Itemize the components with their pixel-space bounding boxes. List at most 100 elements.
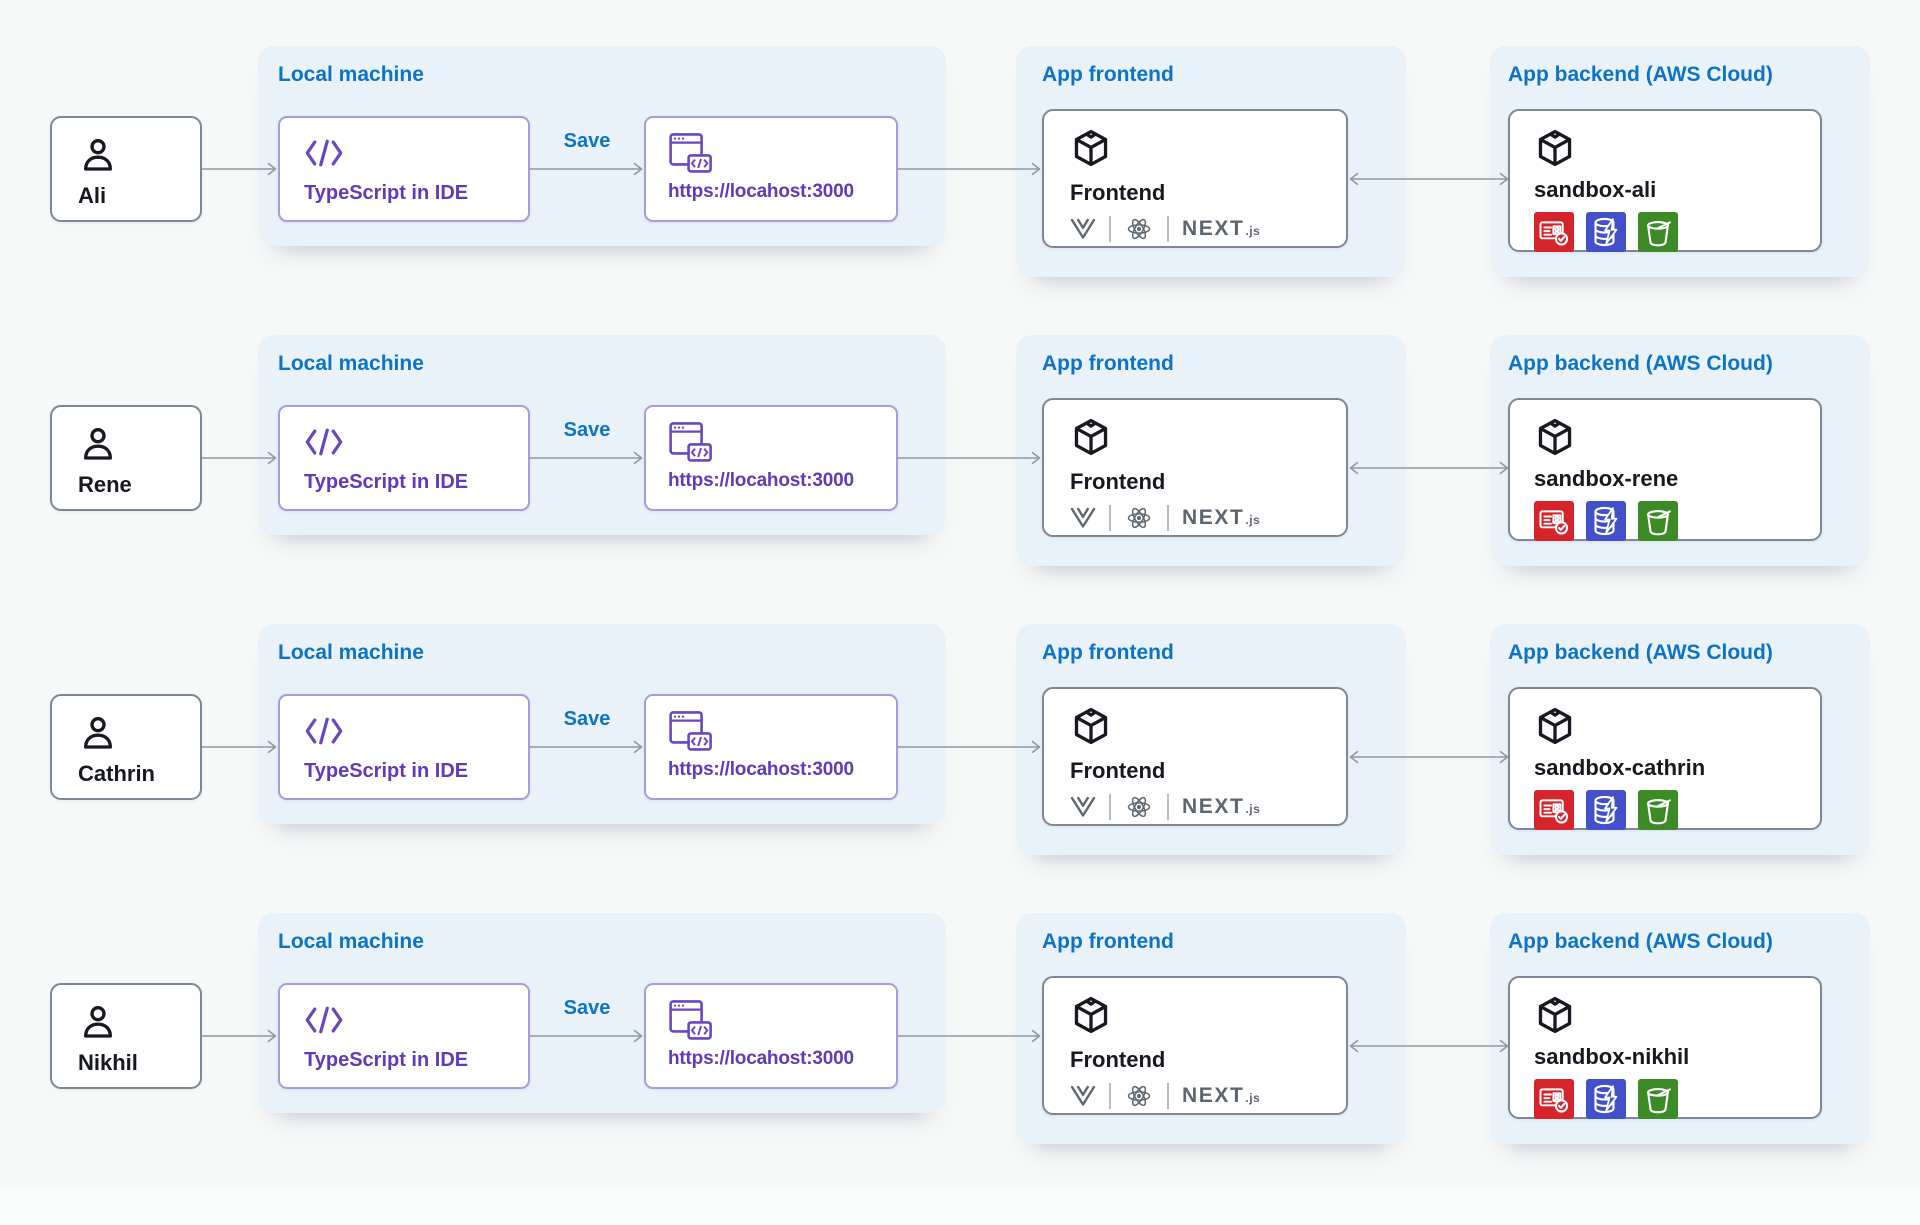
aws-s3-icon	[1638, 501, 1678, 541]
app-backend-label: App backend (AWS Cloud)	[1508, 352, 1773, 375]
cube-icon	[1534, 994, 1576, 1036]
logo-separator	[1167, 794, 1169, 820]
logo-separator	[1167, 216, 1169, 242]
localhost-url: https://locahost:3000	[668, 759, 854, 780]
cube-icon	[1070, 994, 1112, 1036]
aws-identity-icon	[1534, 790, 1574, 830]
backend-card: sandbox-rene	[1508, 398, 1822, 541]
local-machine-label: Local machine	[278, 930, 424, 953]
aws-service-icons	[1534, 790, 1820, 830]
arrow-localhost-to-frontend	[898, 451, 1041, 465]
arrow-frontend-backend	[1349, 172, 1509, 186]
frontend-title: Frontend	[1070, 1047, 1166, 1072]
save-label: Save	[563, 419, 611, 441]
aws-service-icons	[1534, 501, 1820, 541]
arrow-localhost-to-frontend	[898, 1029, 1041, 1043]
logo-separator	[1109, 505, 1111, 531]
localhost-url: https://locahost:3000	[668, 1048, 854, 1069]
app-frontend-label: App frontend	[1042, 352, 1174, 375]
frontend-title: Frontend	[1070, 758, 1166, 783]
frontend-card: Frontend NEXT.js	[1042, 976, 1348, 1115]
arrow-save	[530, 740, 643, 754]
aws-identity-icon	[1534, 1079, 1574, 1119]
aws-s3-icon	[1638, 212, 1678, 252]
aws-identity-icon	[1534, 212, 1574, 252]
frontend-title: Frontend	[1070, 469, 1166, 494]
user-name: Cathrin	[78, 761, 155, 786]
code-icon	[304, 716, 344, 746]
user-name: Nikhil	[78, 1050, 138, 1075]
sandbox-name: sandbox-rene	[1534, 466, 1679, 491]
app-backend-label: App backend (AWS Cloud)	[1508, 930, 1773, 953]
logo-separator	[1109, 216, 1111, 242]
local-machine-label: Local machine	[278, 63, 424, 86]
react-logo	[1124, 793, 1154, 821]
ide-label: TypeScript in IDE	[304, 471, 469, 493]
arrow-user-to-ide	[202, 740, 277, 754]
aws-dynamodb-icon	[1586, 790, 1626, 830]
aws-dynamodb-icon	[1586, 212, 1626, 252]
framework-logos: NEXT.js	[1070, 215, 1346, 243]
react-logo	[1124, 504, 1154, 532]
app-frontend-label: App frontend	[1042, 930, 1174, 953]
browser-code-icon	[668, 131, 718, 177]
arrow-frontend-backend	[1349, 461, 1509, 475]
logo-separator	[1109, 794, 1111, 820]
frontend-title: Frontend	[1070, 180, 1166, 205]
browser-code-icon	[668, 709, 718, 755]
localhost-card: https://locahost:3000	[644, 983, 898, 1089]
sandbox-name: sandbox-cathrin	[1534, 755, 1706, 780]
vue-logo	[1070, 507, 1096, 529]
aws-service-icons	[1534, 212, 1820, 252]
arrow-localhost-to-frontend	[898, 162, 1041, 176]
frontend-card: Frontend NEXT.js	[1042, 398, 1348, 537]
bottom-margin	[0, 1189, 1920, 1225]
browser-code-icon	[668, 420, 718, 466]
ide-label: TypeScript in IDE	[304, 760, 469, 782]
person-icon	[78, 1002, 118, 1042]
user-name: Ali	[78, 183, 107, 208]
logo-separator	[1167, 505, 1169, 531]
vue-logo	[1070, 796, 1096, 818]
ide-card: TypeScript in IDE	[278, 116, 530, 222]
vue-logo	[1070, 218, 1096, 240]
localhost-card: https://locahost:3000	[644, 405, 898, 511]
person-icon	[78, 713, 118, 753]
aws-s3-icon	[1638, 1079, 1678, 1119]
arrow-frontend-backend	[1349, 750, 1509, 764]
ide-card: TypeScript in IDE	[278, 405, 530, 511]
user-card: Rene	[50, 405, 202, 511]
code-icon	[304, 427, 344, 457]
ide-card: TypeScript in IDE	[278, 983, 530, 1089]
user-name: Rene	[78, 472, 132, 497]
arrow-user-to-ide	[202, 451, 277, 465]
app-frontend-label: App frontend	[1042, 63, 1174, 86]
arrow-user-to-ide	[202, 162, 277, 176]
app-backend-label: App backend (AWS Cloud)	[1508, 63, 1773, 86]
cube-icon	[1070, 416, 1112, 458]
ide-card: TypeScript in IDE	[278, 694, 530, 800]
localhost-url: https://locahost:3000	[668, 470, 854, 491]
cube-icon	[1534, 127, 1576, 169]
aws-service-icons	[1534, 1079, 1820, 1119]
code-icon	[304, 1005, 344, 1035]
aws-identity-icon	[1534, 501, 1574, 541]
nextjs-logo: NEXT.js	[1182, 217, 1261, 240]
frontend-card: Frontend NEXT.js	[1042, 687, 1348, 826]
arrow-user-to-ide	[202, 1029, 277, 1043]
logo-separator	[1109, 1083, 1111, 1109]
browser-code-icon	[668, 998, 718, 1044]
workflow-row-nikhil: Local machine App frontend App backend (…	[0, 913, 1920, 1149]
framework-logos: NEXT.js	[1070, 504, 1346, 532]
react-logo	[1124, 215, 1154, 243]
workflow-row-cathrin: Local machine App frontend App backend (…	[0, 624, 1920, 860]
arrow-save	[530, 162, 643, 176]
aws-s3-icon	[1638, 790, 1678, 830]
code-icon	[304, 138, 344, 168]
cube-icon	[1070, 127, 1112, 169]
local-machine-label: Local machine	[278, 352, 424, 375]
aws-dynamodb-icon	[1586, 501, 1626, 541]
nextjs-logo: NEXT.js	[1182, 795, 1261, 818]
cube-icon	[1534, 705, 1576, 747]
